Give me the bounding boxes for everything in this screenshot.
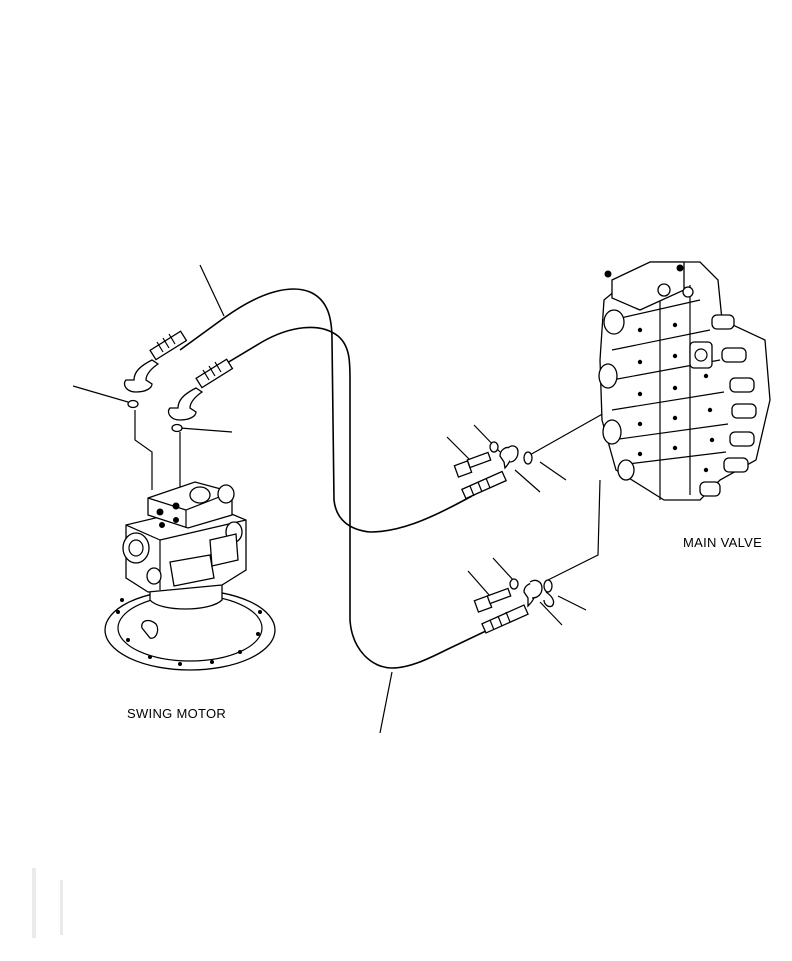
hose-fitting-left-2 [167, 358, 234, 421]
swing-motor-label: SWING MOTOR [127, 706, 227, 721]
swing-motor [104, 481, 276, 671]
leader-lines [72, 264, 587, 734]
o-ring-left-1 [127, 399, 139, 409]
main-valve-label: MAIN VALVE [683, 535, 763, 550]
main-valve [598, 261, 771, 501]
scan-artifact [32, 868, 63, 938]
fitting-group-upper [453, 441, 533, 500]
hose-upper [179, 288, 489, 669]
routing-lines [134, 410, 607, 581]
o-ring-left-2 [171, 423, 183, 433]
fitting-group-lower [473, 578, 555, 634]
hose-fitting-left-1 [123, 330, 188, 393]
